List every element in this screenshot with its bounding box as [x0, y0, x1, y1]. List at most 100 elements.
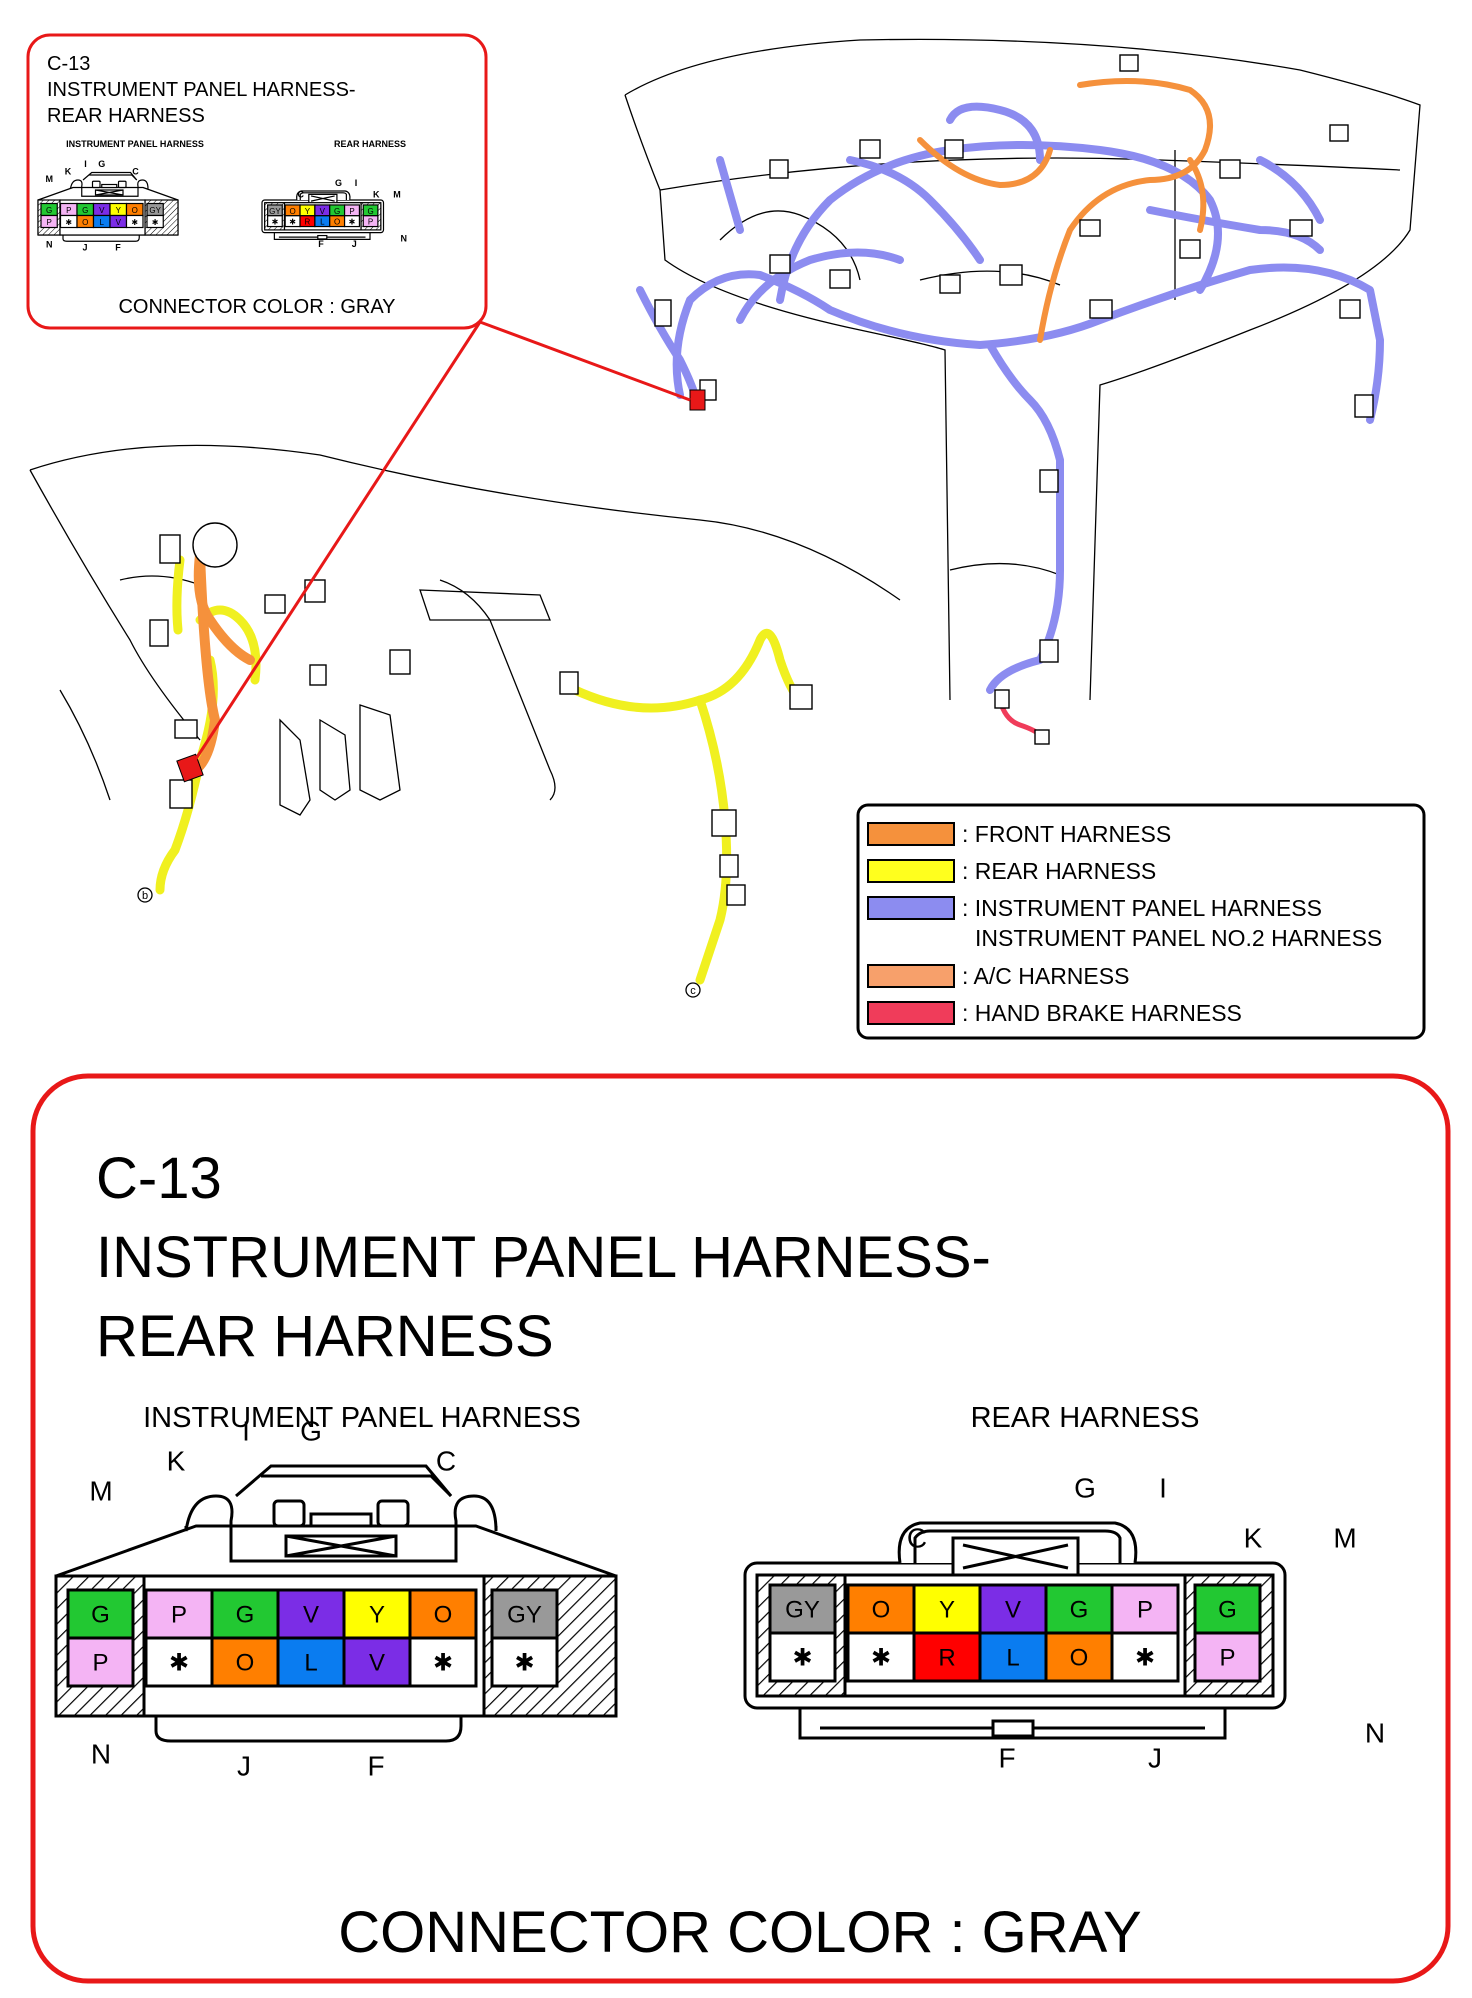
location-markers: b c: [137, 887, 701, 998]
pin-letter-J: J: [1148, 1743, 1162, 1774]
pin-*: [125, 214, 144, 229]
grommet: [192, 522, 238, 568]
pin-label: Y: [305, 207, 311, 216]
pin-letter-M: M: [46, 174, 54, 184]
dashboard-outline: [29, 38, 1421, 816]
pin-G: [1193, 1583, 1262, 1635]
pin-letter-C: C: [907, 1523, 927, 1554]
skirt: [62, 235, 140, 242]
pin-letter-K: K: [373, 189, 380, 199]
pin-label: ✱: [169, 1650, 189, 1677]
connector-blocks: [149, 54, 1374, 906]
skirt-tab: [317, 234, 328, 240]
callout-connector-color: CONNECTOR COLOR : GRAY: [118, 296, 395, 318]
pin-P: [1193, 1631, 1262, 1683]
pin-letter-M: M: [1333, 1523, 1356, 1554]
housing-latches: [69, 179, 149, 197]
pin-label: ✱: [871, 1645, 891, 1672]
pin-letter-I: I: [242, 1416, 250, 1447]
connector-title-2: REAR HARNESS: [96, 1304, 554, 1369]
front-harness-left: [190, 550, 255, 775]
pin-label: G: [236, 1602, 255, 1629]
lock-tab: [91, 180, 101, 189]
pin-label: P: [1219, 1645, 1235, 1672]
pin-letter-G: G: [1074, 1473, 1096, 1504]
pin-label: V: [303, 1602, 319, 1629]
pin-P: [40, 214, 58, 229]
key-cross: [285, 1534, 397, 1558]
pin-label: ✱: [514, 1650, 534, 1677]
pin-letter-F: F: [318, 239, 324, 249]
skirt: [798, 1708, 1227, 1740]
pin-label: P: [46, 218, 51, 227]
legend-swatch: [867, 822, 955, 846]
hump-inner: [913, 1529, 1122, 1563]
legend-label: : FRONT HARNESS: [962, 821, 1171, 847]
pin-label: V: [99, 206, 105, 215]
pin-letter-N: N: [91, 1739, 111, 1770]
pin-*: [408, 1636, 478, 1688]
pin-label: G: [1070, 1597, 1089, 1624]
pin-P: [66, 1636, 135, 1688]
key-cross: [310, 195, 335, 202]
pin-*: [343, 215, 361, 228]
pin-label: Y: [116, 206, 122, 215]
pin-label: ✱: [792, 1645, 812, 1672]
pin-label: P: [368, 218, 373, 227]
pin-label: ✱: [289, 218, 296, 227]
rear-harness-right: [570, 628, 805, 985]
pin-*: [490, 1636, 559, 1688]
pin-letter-C: C: [132, 166, 139, 176]
pin-label: G: [82, 206, 88, 215]
callout-title-1: INSTRUMENT PANEL HARNESS-: [47, 79, 356, 101]
pin-label: O: [132, 206, 138, 215]
pin-label: Y: [939, 1597, 955, 1624]
pin-label: ✱: [349, 218, 356, 227]
pin-O: [846, 1583, 916, 1635]
legend-swatch: [867, 896, 955, 920]
legend-swatch: [867, 859, 955, 883]
legend-label: : REAR HARNESS: [962, 858, 1156, 884]
connector-color: CONNECTOR COLOR : GRAY: [338, 1900, 1142, 1965]
lock-tab: [376, 1499, 410, 1528]
pin-label: R: [305, 218, 311, 227]
legend: : FRONT HARNESS : REAR HARNESS : INSTRUMEN…: [856, 803, 1426, 1040]
pin-label: GY: [785, 1597, 820, 1624]
pin-L: [978, 1631, 1048, 1683]
pin-letter-M: M: [89, 1476, 112, 1507]
pin-label: G: [46, 206, 52, 215]
pin-label: R: [938, 1645, 955, 1672]
legend-label: : INSTRUMENT PANEL HARNESS: [962, 895, 1322, 921]
pin-label: O: [434, 1602, 453, 1629]
pin-label: ✱: [272, 218, 279, 227]
pin-P: [362, 215, 379, 228]
connector-id: C-13: [96, 1146, 222, 1211]
legend-label: : A/C HARNESS: [962, 963, 1129, 989]
pin-label: O: [334, 218, 340, 227]
pin-letter-N: N: [46, 240, 53, 250]
pin-label: P: [171, 1602, 187, 1629]
pin-letter-I: I: [355, 178, 358, 188]
pin-label: GY: [149, 206, 161, 215]
c13-location-dash: [689, 389, 706, 411]
pin-label: ✱: [1135, 1645, 1155, 1672]
left-connector-label: INSTRUMENT PANEL HARNESS: [143, 1402, 581, 1434]
pin-letter-F: F: [998, 1743, 1015, 1774]
pin-letter-G: G: [335, 178, 342, 188]
callout-right-label: REAR HARNESS: [334, 139, 406, 149]
legend-swatch: [867, 964, 955, 988]
lock-tab: [272, 1499, 306, 1528]
pin-label: O: [236, 1650, 255, 1677]
pin-letter-K: K: [167, 1446, 186, 1477]
pin-letter-K: K: [1244, 1523, 1263, 1554]
key-cross: [962, 1543, 1069, 1570]
pin-label: GY: [269, 207, 281, 216]
pin-label: O: [82, 218, 88, 227]
pin-label: P: [349, 207, 354, 216]
pin-letter-J: J: [82, 243, 87, 253]
pin-label: L: [320, 218, 325, 227]
pin-label: G: [367, 207, 373, 216]
marker-b: b: [142, 890, 148, 902]
pin-label: V: [116, 218, 122, 227]
